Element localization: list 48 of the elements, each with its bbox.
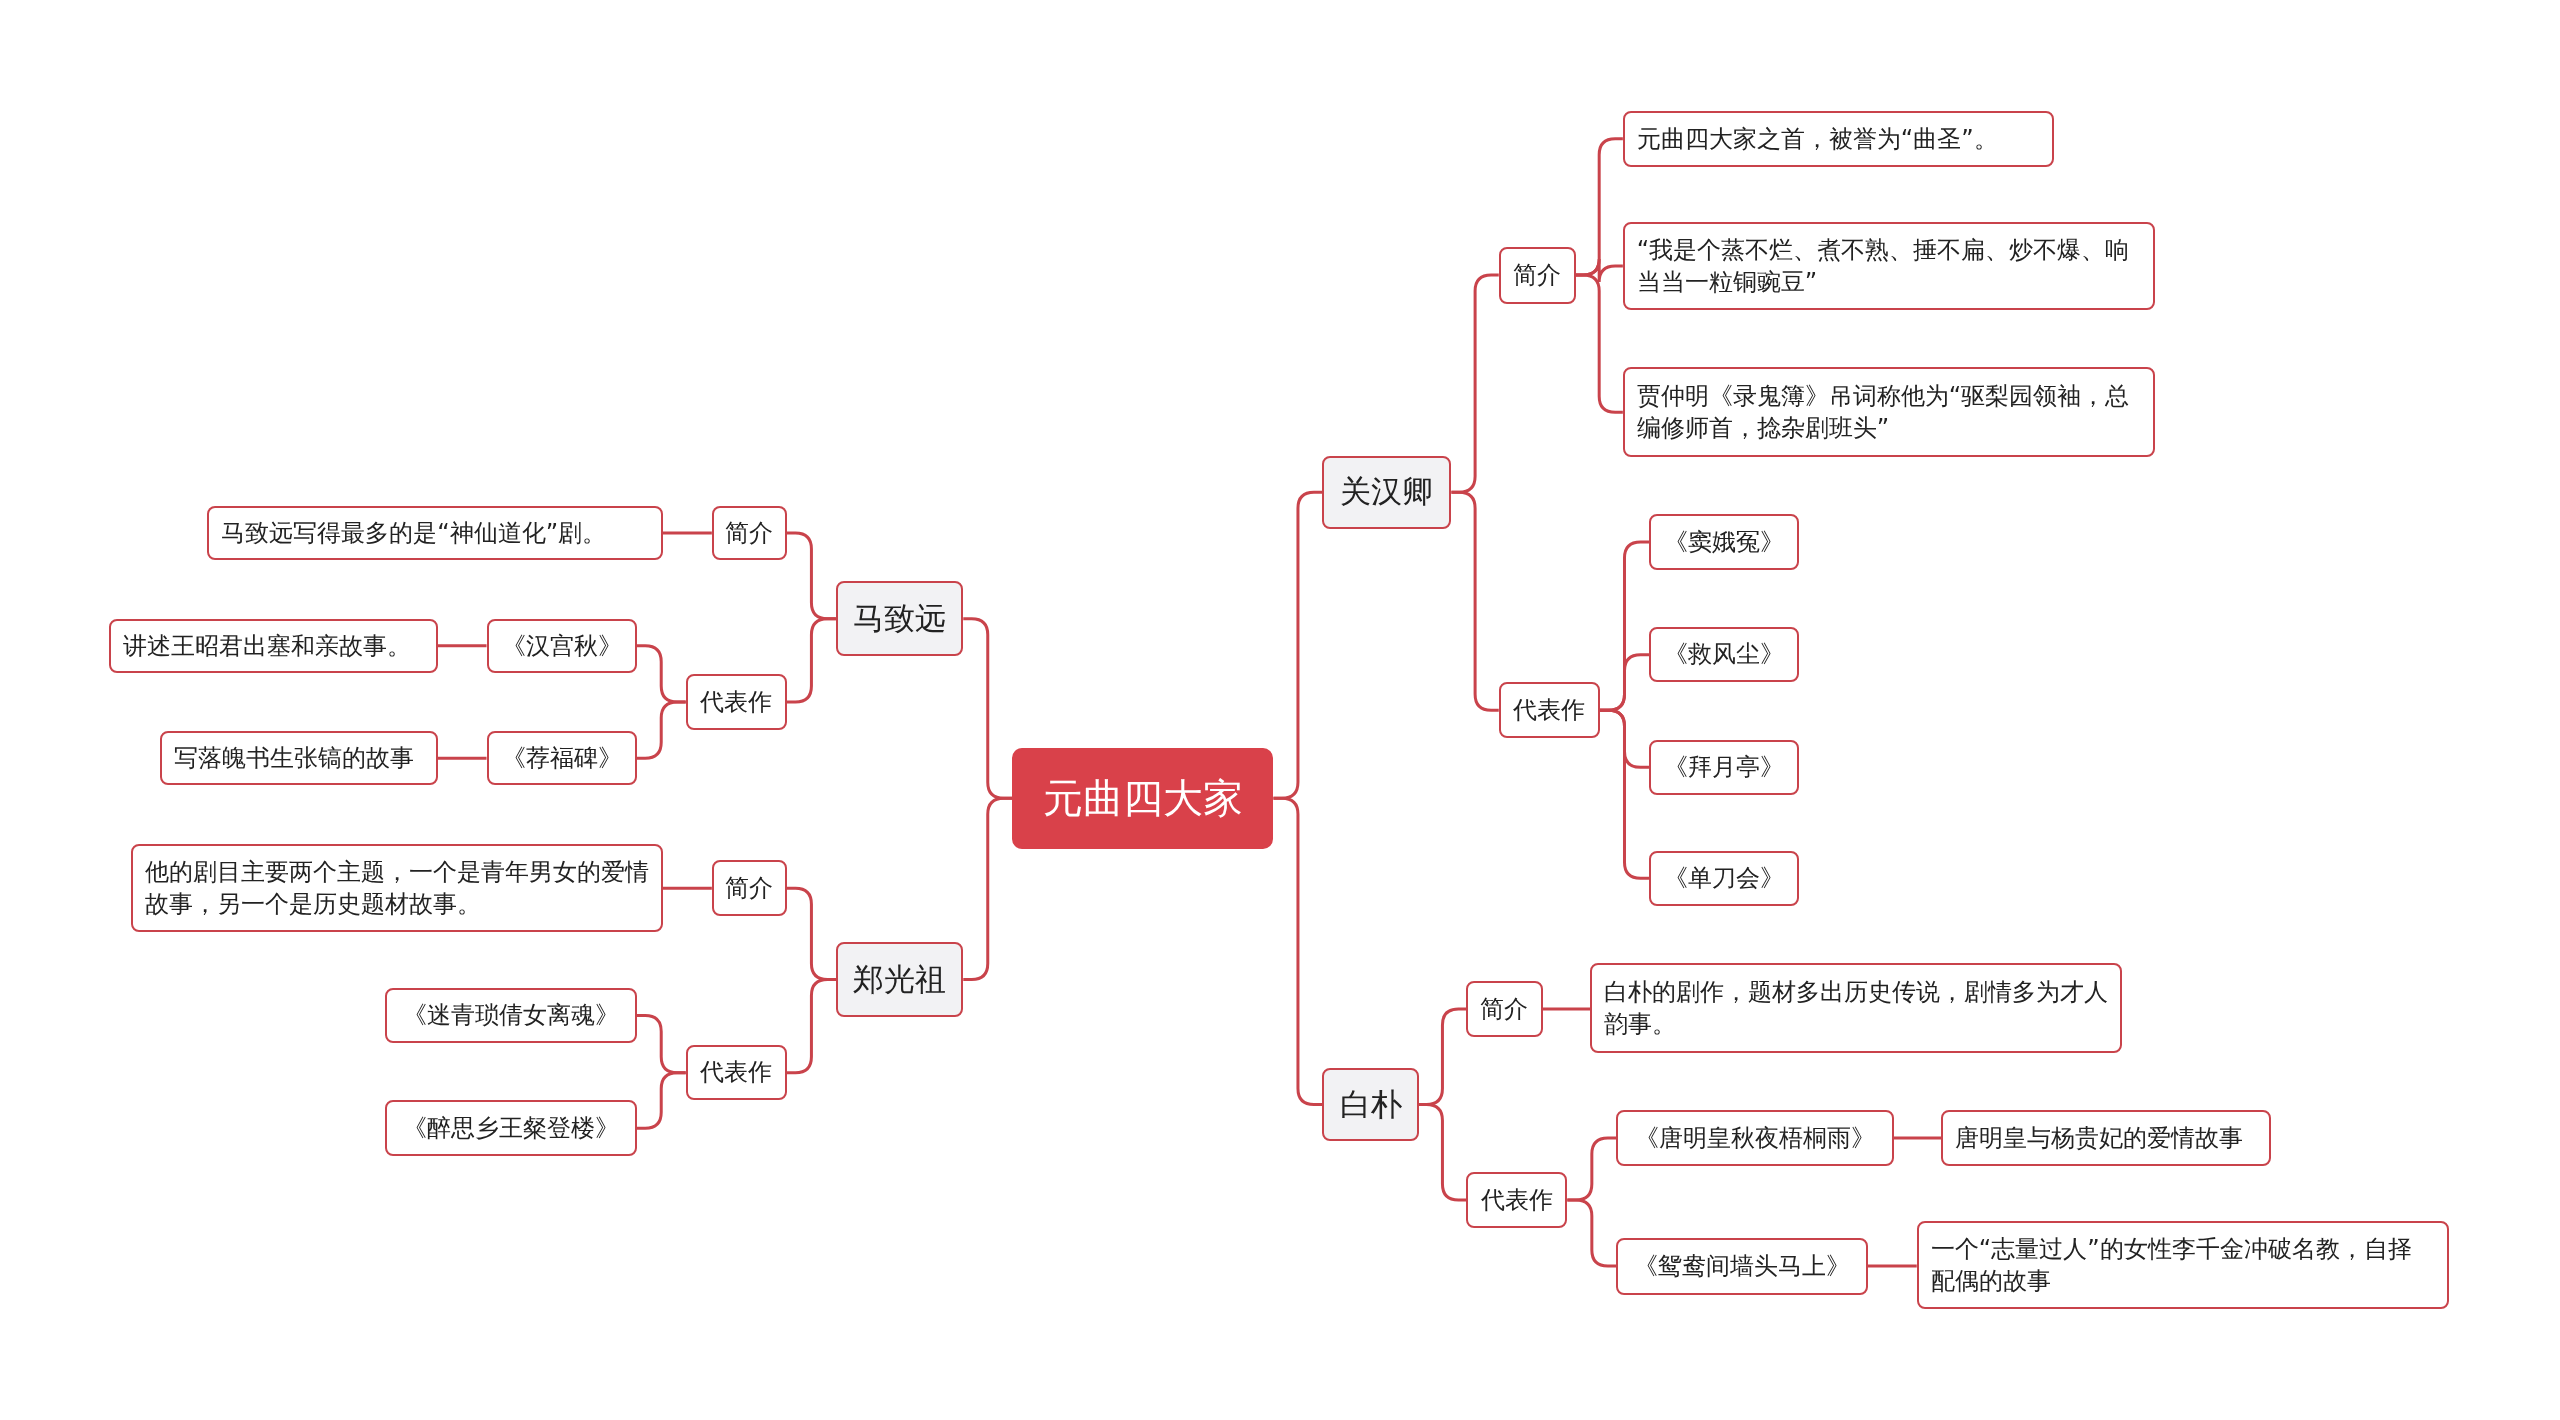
connector-line <box>1575 273 1623 414</box>
note-box: 白朴的剧作，题材多出历史传说，剧情多为才人韵事。 <box>1590 963 2123 1054</box>
note-box: “我是个蒸不烂、煮不熟、捶不扁、炒不爆、响当当一粒铜豌豆” <box>1622 222 2156 311</box>
topic-box: 代表作 <box>1466 1172 1568 1228</box>
topic-box: 简介 <box>711 860 787 916</box>
note-box: 讲述王昭君出塞和亲故事。 <box>109 618 438 673</box>
note-box: 写落魄书生张镐的故事 <box>160 731 438 786</box>
topic-box: 《荐福碑》 <box>486 731 637 786</box>
topic-box: 《救风尘》 <box>1648 626 1800 683</box>
root-topic-box: 元曲四大家 <box>1012 747 1274 849</box>
note-box: 贾仲明《录鬼簿》吊词称他为“驱梨园领袖，总编修师首，捻杂剧班头” <box>1622 367 2156 458</box>
topic-box: 简介 <box>711 506 787 560</box>
connector-line <box>437 644 487 648</box>
connector-line <box>786 617 836 704</box>
connector-line <box>1451 490 1499 712</box>
connector-line <box>1542 1007 1591 1011</box>
branch-topic-box: 郑光祖 <box>835 942 964 1018</box>
topic-box: 简介 <box>1466 981 1543 1037</box>
note-box: 马致远写得最多的是“神仙道化”剧。 <box>207 506 663 560</box>
connector-line <box>1600 708 1649 880</box>
connector-line <box>1867 1264 1917 1268</box>
topic-box: 代表作 <box>685 674 787 730</box>
topic-box: 《迷青琐倩女离魂》 <box>385 987 637 1044</box>
connector-line <box>963 796 1013 982</box>
topic-box: 《拜月亭》 <box>1648 739 1800 796</box>
topic-box: 《醉思乡王粲登楼》 <box>385 1100 637 1156</box>
topic-box: 《汉宫秋》 <box>486 618 637 673</box>
topic-box: 《单刀会》 <box>1648 850 1800 907</box>
branch-topic-box: 关汉卿 <box>1322 455 1452 529</box>
topic-box: 《唐明皇秋夜梧桐雨》 <box>1616 1110 1894 1166</box>
topic-box: 简介 <box>1498 246 1576 304</box>
topic-box: 《鸳鸯间墙头马上》 <box>1616 1237 1868 1295</box>
topic-box: 代表作 <box>685 1044 787 1101</box>
branch-topic-box: 马致远 <box>835 581 964 657</box>
connector-line <box>786 978 836 1075</box>
note-box: 一个“志量过人”的女性李千金冲破名教，自择配偶的故事 <box>1916 1221 2449 1310</box>
topic-box: 《窦娥冤》 <box>1648 514 1800 570</box>
connector-line <box>662 531 712 535</box>
connector-line <box>662 886 712 890</box>
note-box: 元曲四大家之首，被誉为“曲圣”。 <box>1622 111 2054 167</box>
connector-line <box>1418 1103 1467 1202</box>
connector-line <box>1273 796 1323 1106</box>
branch-topic-box: 白朴 <box>1322 1067 1419 1142</box>
note-box: 唐明皇与杨贵妃的爱情故事 <box>1941 1110 2271 1166</box>
note-box: 他的剧目主要两个主题，一个是青年男女的爱情故事，另一个是历史题材故事。 <box>130 844 663 933</box>
connector-line <box>1893 1136 1942 1140</box>
connector-line <box>437 756 487 760</box>
topic-box: 代表作 <box>1498 682 1600 738</box>
